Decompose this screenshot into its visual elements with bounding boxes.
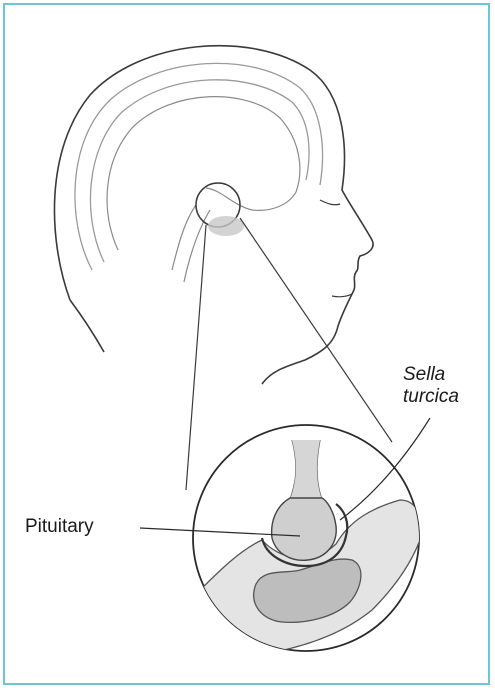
sella-turcica-label: Sella turcica bbox=[403, 364, 459, 408]
neck-outline bbox=[70, 300, 104, 352]
pituitary-label: Pituitary bbox=[25, 516, 94, 538]
highlight-shade bbox=[208, 216, 244, 236]
skull-band-outer bbox=[75, 63, 323, 270]
eye-detail bbox=[320, 200, 340, 205]
brain-outline bbox=[107, 97, 300, 250]
sella-label-line1: Sella bbox=[403, 364, 459, 386]
mouth-detail bbox=[332, 294, 352, 297]
sella-label-line2: turcica bbox=[403, 386, 459, 408]
pituitary-gland bbox=[272, 498, 337, 560]
zoom-line-left bbox=[186, 225, 206, 490]
skull-band-inner bbox=[90, 80, 309, 262]
